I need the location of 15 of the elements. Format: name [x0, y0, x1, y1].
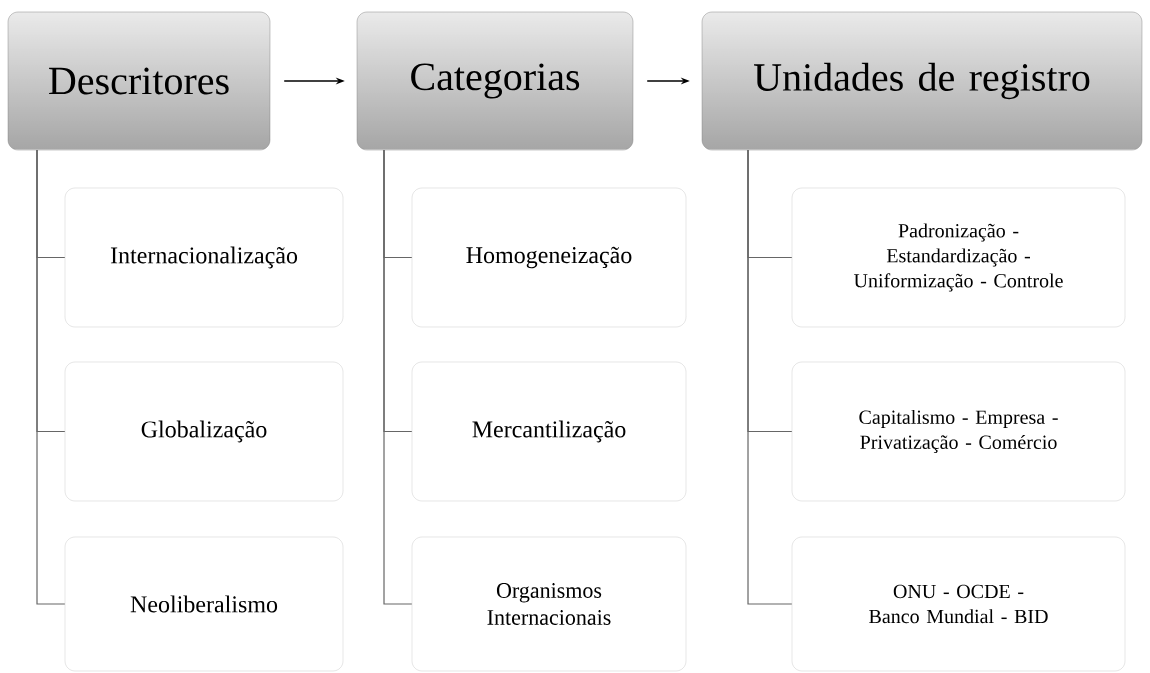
item-box: Organismos Internacionais: [411, 536, 687, 672]
item-box: Internacionalização: [64, 187, 344, 328]
item-box: Neoliberalismo: [64, 536, 344, 672]
header-box: Unidades de registro: [701, 11, 1143, 151]
item-box: Capitalismo - Empresa - Privatização - Comércio: [791, 361, 1126, 502]
tree-line: [747, 149, 793, 605]
tree-line: [36, 149, 66, 605]
item-box: Mercantilização: [411, 361, 687, 502]
header-box: Categorias: [356, 11, 634, 151]
item-box: Globalização: [64, 361, 344, 502]
header-box: Descritores: [7, 11, 271, 151]
item-box: ONU - OCDE - Banco Mundial - BID: [791, 536, 1126, 672]
item-box: Padronização - Estandardização - Uniformização - Controle: [791, 187, 1126, 328]
tree-line: [383, 149, 413, 605]
item-box: Homogeneização: [411, 187, 687, 328]
